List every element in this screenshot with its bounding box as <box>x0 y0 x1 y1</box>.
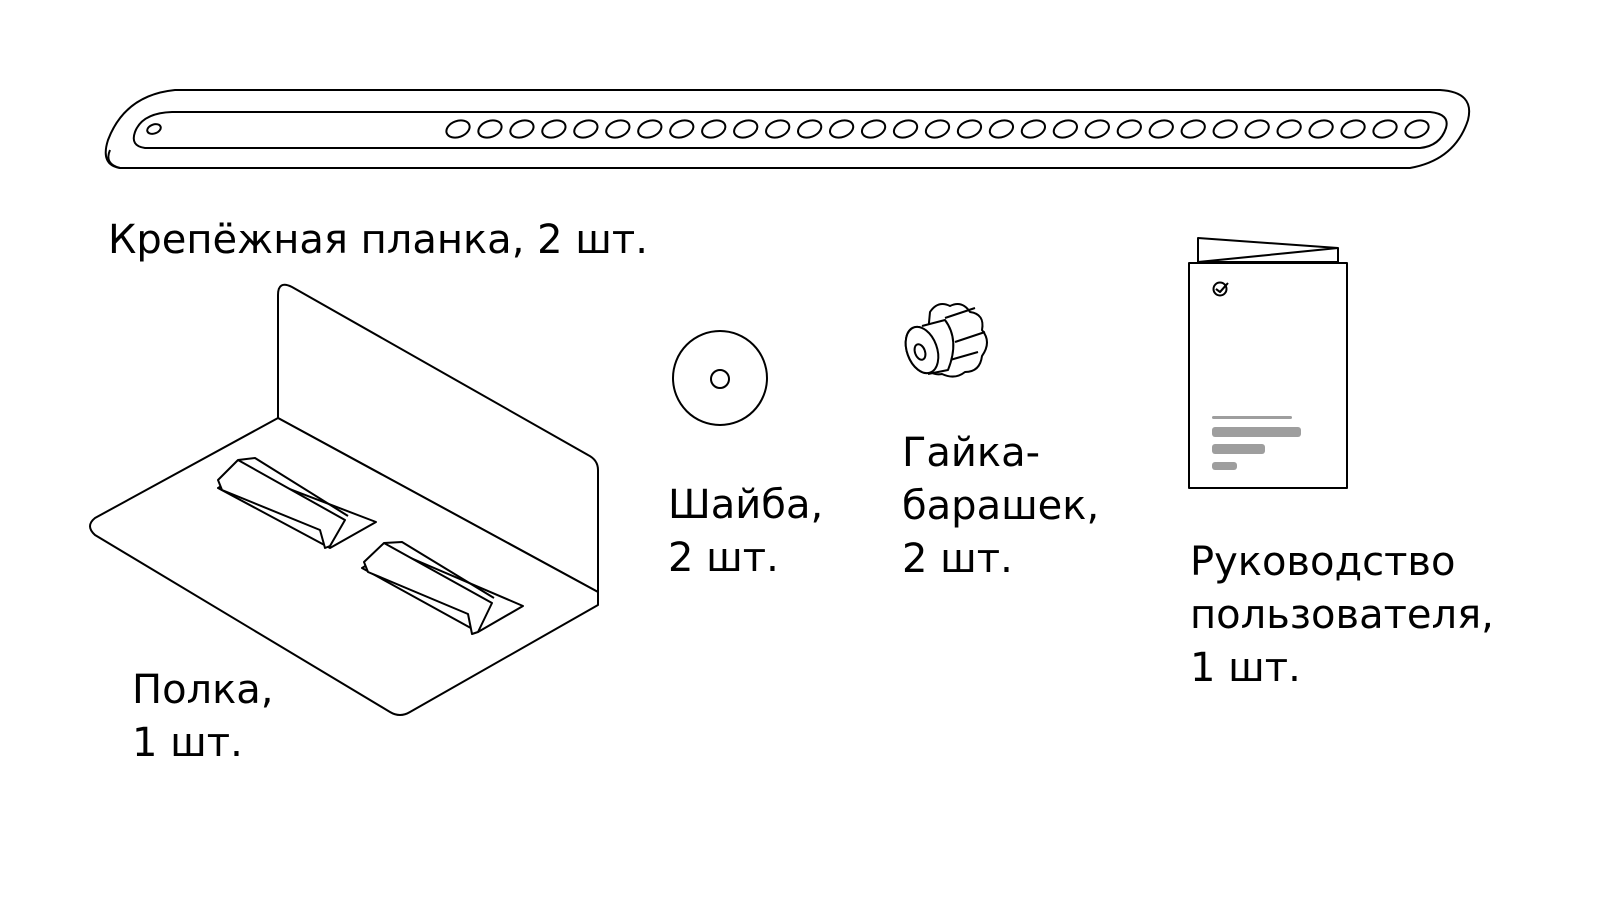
strip-hole <box>701 119 727 139</box>
strip-hole <box>1212 119 1238 139</box>
strip-hole <box>1276 119 1302 139</box>
strip-hole <box>797 119 823 139</box>
user-manual-drawing <box>1188 237 1348 489</box>
strip-hole <box>445 119 471 139</box>
strip-hole <box>509 119 535 139</box>
strip-hole <box>1052 119 1078 139</box>
mounting-strip-drawing <box>104 89 1471 169</box>
strip-hole <box>1020 119 1047 139</box>
strip-hole <box>1372 119 1398 139</box>
label-line: барашек, <box>902 483 1100 529</box>
label-line: Руководство <box>1190 539 1456 585</box>
strip-hole <box>146 123 162 135</box>
strip-hole <box>1404 119 1430 139</box>
strip-hole <box>637 119 663 139</box>
label-line: 2 шт. <box>668 535 779 581</box>
strip-hole <box>765 119 791 139</box>
label-line: 1 шт. <box>1190 645 1301 691</box>
strip-hole <box>605 119 631 139</box>
label-line: Полка, <box>132 667 274 713</box>
strip-hole <box>924 119 951 139</box>
mounting-strip-label: Крепёжная планка, 2 шт. <box>108 214 648 267</box>
label-line: 2 шт. <box>902 536 1013 582</box>
strip-hole <box>956 119 983 139</box>
strip-hole <box>1180 119 1206 139</box>
strip-hole <box>988 119 1015 139</box>
strip-hole <box>828 119 855 139</box>
strip-hole <box>1116 119 1142 139</box>
label-line: Шайба, <box>668 482 824 528</box>
label-line: Крепёжная планка, 2 шт. <box>108 217 648 263</box>
label-line: 1 шт. <box>132 720 243 766</box>
strip-hole <box>892 119 919 139</box>
strip-hole <box>1244 119 1270 139</box>
washer-label: Шайба, 2 шт. <box>668 479 823 585</box>
user-manual-label: Руководство пользователя, 1 шт. <box>1190 536 1494 695</box>
wing-nut-label: Гайка- барашек, 2 шт. <box>902 427 1099 586</box>
strip-hole <box>860 119 887 139</box>
strip-hole <box>733 119 759 139</box>
washer-drawing <box>672 330 768 426</box>
label-line: пользователя, <box>1190 592 1494 638</box>
strip-hole <box>1084 119 1110 139</box>
strip-hole <box>1148 119 1174 139</box>
strip-hole <box>573 119 599 139</box>
strip-hole <box>1308 119 1334 139</box>
mounting-strip-holes <box>146 119 1430 139</box>
shelf-label: Полка, 1 шт. <box>132 664 274 770</box>
strip-hole <box>541 119 567 139</box>
wing-nut-drawing <box>904 303 988 378</box>
strip-hole <box>477 119 503 139</box>
label-line: Гайка- <box>902 430 1041 476</box>
shelf-drawing <box>89 283 599 716</box>
strip-hole <box>669 119 695 139</box>
strip-hole <box>1340 119 1366 139</box>
brand-check-icon <box>1212 281 1229 297</box>
